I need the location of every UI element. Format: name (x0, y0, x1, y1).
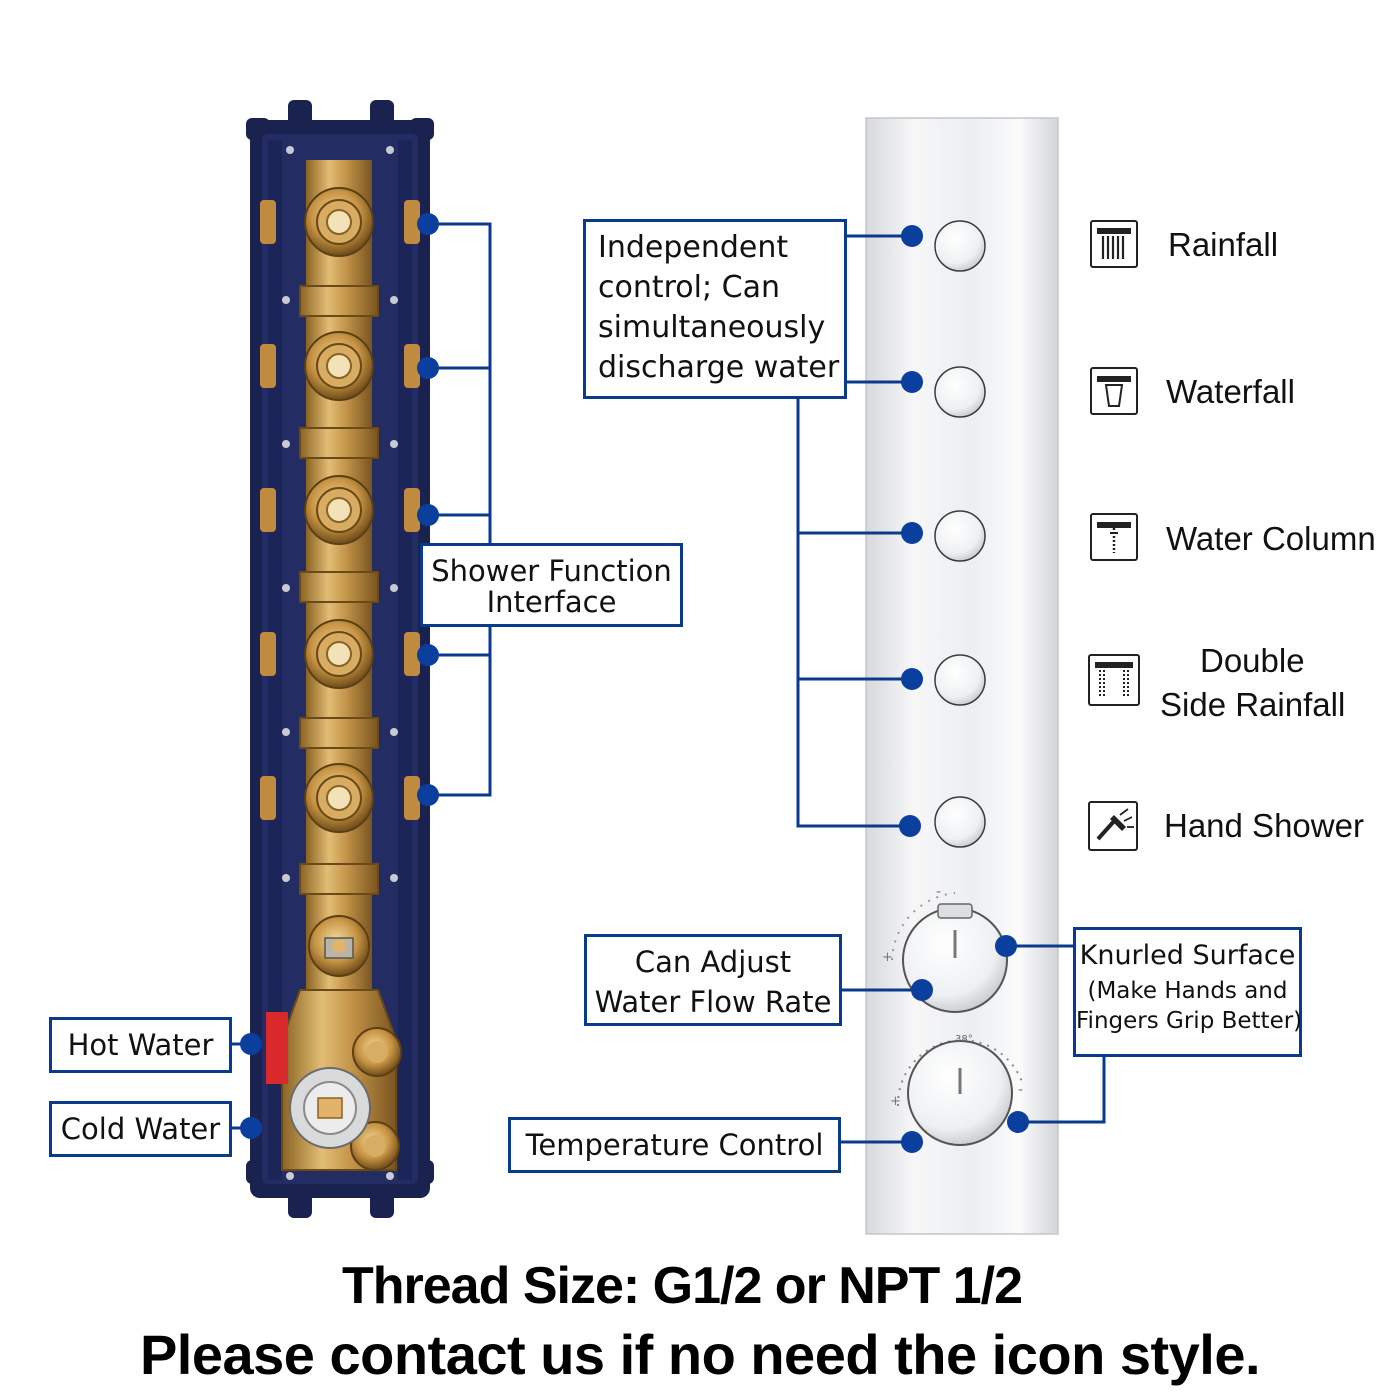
knurled-line-1: Knurled Surface (1079, 940, 1296, 971)
independent-control-line-2: control; Can (598, 270, 780, 305)
independent-control-line-4: discharge water (598, 350, 840, 385)
shower-function-interface-box: Shower Function Interface (420, 543, 683, 627)
hot-water-label: Hot Water (67, 1028, 214, 1062)
function-label-double-side-rainfall-1: Double (1200, 642, 1305, 679)
icon-style-notice: Please contact us if no need the icon st… (139, 1323, 1261, 1386)
rainfall-icon (1090, 220, 1138, 268)
valve-outlets (304, 187, 374, 977)
function-label-waterfall: Waterfall (1166, 373, 1295, 410)
function-label-water-column: Water Column (1166, 520, 1376, 557)
knurled-line-3: Fingers Grip Better) (1076, 1008, 1303, 1034)
connector-dots (240, 213, 1029, 1153)
hot-water-box: Hot Water (49, 1017, 232, 1073)
double-side-rainfall-icon (1088, 654, 1140, 706)
water-column-icon (1090, 513, 1138, 561)
shower-function-interface-line-2: Interface (486, 585, 617, 619)
temperature-control-label: Temperature Control (525, 1128, 824, 1162)
cold-water-box: Cold Water (49, 1101, 232, 1157)
knurled-surface-box: Knurled Surface (Make Hands and Fingers … (1073, 927, 1302, 1057)
function-label-double-side-rainfall-2: Side Rainfall (1160, 686, 1346, 723)
flow-plus-mark: + (882, 950, 893, 965)
temp-plus-mark: + (890, 1094, 901, 1109)
flow-minus-mark: - (936, 884, 942, 900)
adjust-flow-line-2: Water Flow Rate (594, 985, 832, 1019)
waterfall-icon (1090, 367, 1138, 415)
cold-water-label: Cold Water (60, 1112, 221, 1146)
temperature-control-box: Temperature Control (508, 1117, 841, 1173)
adjust-flow-box: Can Adjust Water Flow Rate (584, 934, 842, 1026)
chrome-panel (865, 117, 1059, 1235)
temperature-mark-label: 38° (955, 1034, 973, 1045)
valve-housing (246, 100, 434, 1218)
function-label-rainfall: Rainfall (1168, 226, 1279, 263)
knurled-line-2: (Make Hands and (1087, 978, 1288, 1004)
thread-size-text: Thread Size: G1/2 or NPT 1/2 (342, 1257, 1023, 1315)
shower-function-interface-line-1: Shower Function (431, 554, 672, 588)
adjust-flow-line-1: Can Adjust (634, 945, 792, 979)
temperature-knob (896, 1039, 1023, 1146)
independent-control-line-3: simultaneously (598, 310, 826, 345)
independent-control-line-1: Independent (598, 230, 789, 265)
function-label-hand-shower: Hand Shower (1164, 807, 1364, 844)
independent-control-box: Independent control; Can simultaneously … (583, 219, 847, 399)
temp-minus-mark: - (1018, 1082, 1024, 1098)
push-buttons (934, 220, 986, 848)
hand-shower-icon (1088, 801, 1138, 851)
